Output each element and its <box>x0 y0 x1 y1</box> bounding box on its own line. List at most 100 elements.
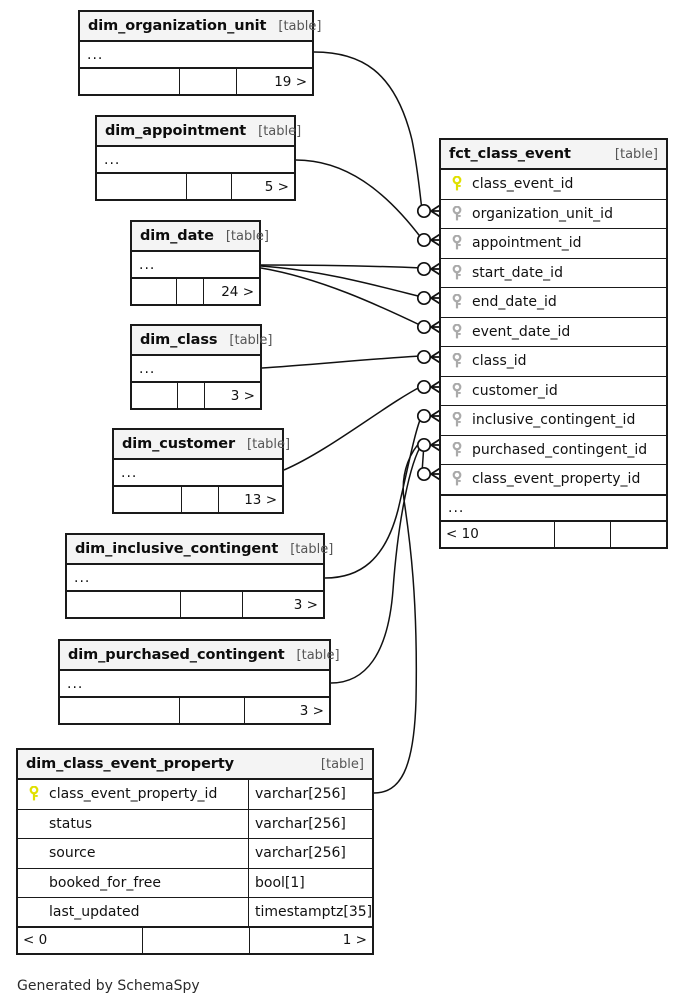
column-row[interactable]: start_date_id <box>441 259 666 288</box>
footer-right-count[interactable]: 13 > <box>244 491 277 508</box>
column-type: timestamptz[35] <box>248 898 372 926</box>
foreign-key-icon <box>452 441 462 457</box>
column-row[interactable]: class_event_property_id varchar[256] <box>18 780 372 810</box>
column-row[interactable]: customer_id <box>441 377 666 406</box>
column-row[interactable]: source varchar[256] <box>18 839 372 869</box>
column-type: varchar[256] <box>248 780 372 809</box>
table-header: dim_class [table] <box>132 326 273 356</box>
table-footer: 3 > <box>60 698 329 723</box>
table-type-tag: [table] <box>247 436 291 452</box>
column-label: inclusive_contingent_id <box>472 412 636 429</box>
footer-left-count[interactable] <box>97 174 187 199</box>
column-row[interactable]: class_event_property_id <box>441 465 666 495</box>
footer-middle-count <box>187 174 232 199</box>
edge-event-date <box>260 267 423 327</box>
table-title: dim_inclusive_contingent <box>75 541 279 557</box>
column-label: class_event_id <box>472 176 574 193</box>
table-dim-customer[interactable]: dim_customer [table] ... 13 > <box>112 428 290 514</box>
column-name-cell: status <box>18 816 248 832</box>
footer-left-count[interactable] <box>60 698 180 723</box>
table-fct-class-event[interactable]: fct_class_event [table] class_event_id <box>439 138 668 549</box>
foreign-key-icon <box>452 264 462 280</box>
more-columns-indicator[interactable]: ... <box>441 494 666 522</box>
collapsed-columns-indicator[interactable]: ... <box>132 356 260 383</box>
footer-right-count[interactable]: 3 > <box>293 596 318 613</box>
foreign-key-icon <box>452 235 462 250</box>
table-dim-class-event-property[interactable]: dim_class_event_property [table] class_e… <box>16 748 374 955</box>
footer-middle-count <box>182 487 219 512</box>
edge-endpoint-circle <box>416 290 432 306</box>
collapsed-columns-indicator[interactable]: ... <box>114 460 282 487</box>
footer-left-count[interactable] <box>132 279 177 304</box>
table-title: dim_purchased_contingent <box>68 647 285 663</box>
footer-left-count[interactable]: < 10 <box>441 521 555 547</box>
column-row[interactable]: event_date_id <box>441 318 666 347</box>
footer-left-count[interactable] <box>114 487 182 512</box>
edge-endpoint-circle <box>416 379 432 395</box>
table-type-tag: [table] <box>320 756 364 772</box>
column-row[interactable]: purchased_contingent_id <box>441 436 666 465</box>
collapsed-columns-indicator[interactable]: ... <box>60 671 329 698</box>
column-name-cell: appointment_id <box>441 235 666 251</box>
footer-middle-count <box>181 592 243 617</box>
footer-right-count[interactable]: 3 > <box>299 702 324 719</box>
column-row[interactable]: booked_for_free bool[1] <box>18 868 372 898</box>
table-header: dim_appointment [table] <box>97 117 301 147</box>
column-label: start_date_id <box>472 264 563 281</box>
column-name-cell: organization_unit_id <box>441 205 666 222</box>
edge-class-event-property <box>373 438 425 794</box>
edge-endpoint-circle <box>416 319 432 335</box>
column-label: appointment_id <box>472 235 582 252</box>
table-type-tag: [table] <box>278 18 322 34</box>
table-title: dim_class <box>140 332 218 348</box>
table-dim-inclusive-contingent[interactable]: dim_inclusive_contingent [table] ... 3 > <box>65 533 333 619</box>
column-name-cell: source <box>18 845 248 861</box>
column-row[interactable]: inclusive_contingent_id <box>441 406 666 436</box>
table-dim-purchased-contingent[interactable]: dim_purchased_contingent [table] ... 3 > <box>58 639 340 725</box>
column-label: purchased_contingent_id <box>472 441 648 458</box>
column-row[interactable]: class_event_id <box>441 170 666 200</box>
edge-endpoint-circle <box>416 203 432 219</box>
footer-left-count[interactable] <box>67 592 181 617</box>
column-row[interactable]: class_id <box>441 347 666 377</box>
table-footer: < 10 <box>441 521 666 547</box>
edge-appointment <box>295 159 423 240</box>
footer-right-count[interactable]: 1 > <box>342 932 367 948</box>
edge-endpoint-circle <box>416 437 432 453</box>
table-header: fct_class_event [table] <box>441 140 666 170</box>
footer-right-count[interactable]: 19 > <box>274 73 307 90</box>
table-type-tag: [table] <box>290 541 334 557</box>
footer-left-count[interactable] <box>132 383 178 408</box>
table-dim-appointment[interactable]: dim_appointment [table] ... 5 > <box>95 115 301 201</box>
column-label: status <box>49 815 93 832</box>
table-dim-date[interactable]: dim_date [table] ... 24 > <box>130 220 269 306</box>
column-name-cell: start_date_id <box>441 264 666 281</box>
collapsed-columns-indicator[interactable]: ... <box>80 42 312 69</box>
column-row[interactable]: status varchar[256] <box>18 809 372 839</box>
table-footer: 13 > <box>114 487 282 512</box>
table-type-tag: [table] <box>296 647 340 663</box>
collapsed-columns-indicator[interactable]: ... <box>97 147 294 174</box>
column-type: varchar[256] <box>248 839 372 868</box>
collapsed-columns-indicator[interactable]: ... <box>67 565 323 592</box>
footer-left-count[interactable]: < 0 <box>18 927 143 953</box>
footer-right-count[interactable] <box>611 522 666 547</box>
footer-left-count[interactable] <box>80 69 180 94</box>
table-title: dim_customer <box>122 436 236 452</box>
column-row[interactable]: organization_unit_id <box>441 200 666 229</box>
column-type: varchar[256] <box>248 809 372 838</box>
column-name-cell: end_date_id <box>441 294 666 310</box>
footer-right-count[interactable]: 3 > <box>230 387 255 404</box>
collapsed-columns-indicator[interactable]: ... <box>132 252 259 279</box>
footer-middle-count <box>143 927 250 953</box>
primary-key-icon <box>452 176 462 191</box>
table-dim-organization-unit[interactable]: dim_organization_unit [table] ... 19 > <box>78 10 321 96</box>
column-row[interactable]: appointment_id <box>441 229 666 259</box>
table-title: dim_organization_unit <box>88 18 267 34</box>
footer-right-count[interactable]: 5 > <box>264 178 289 195</box>
footer-right-count[interactable]: 24 > <box>221 283 254 300</box>
column-row[interactable]: last_updated timestamptz[35] <box>18 898 372 928</box>
table-dim-class[interactable]: dim_class [table] ... 3 > <box>130 324 273 410</box>
column-row[interactable]: end_date_id <box>441 288 666 318</box>
